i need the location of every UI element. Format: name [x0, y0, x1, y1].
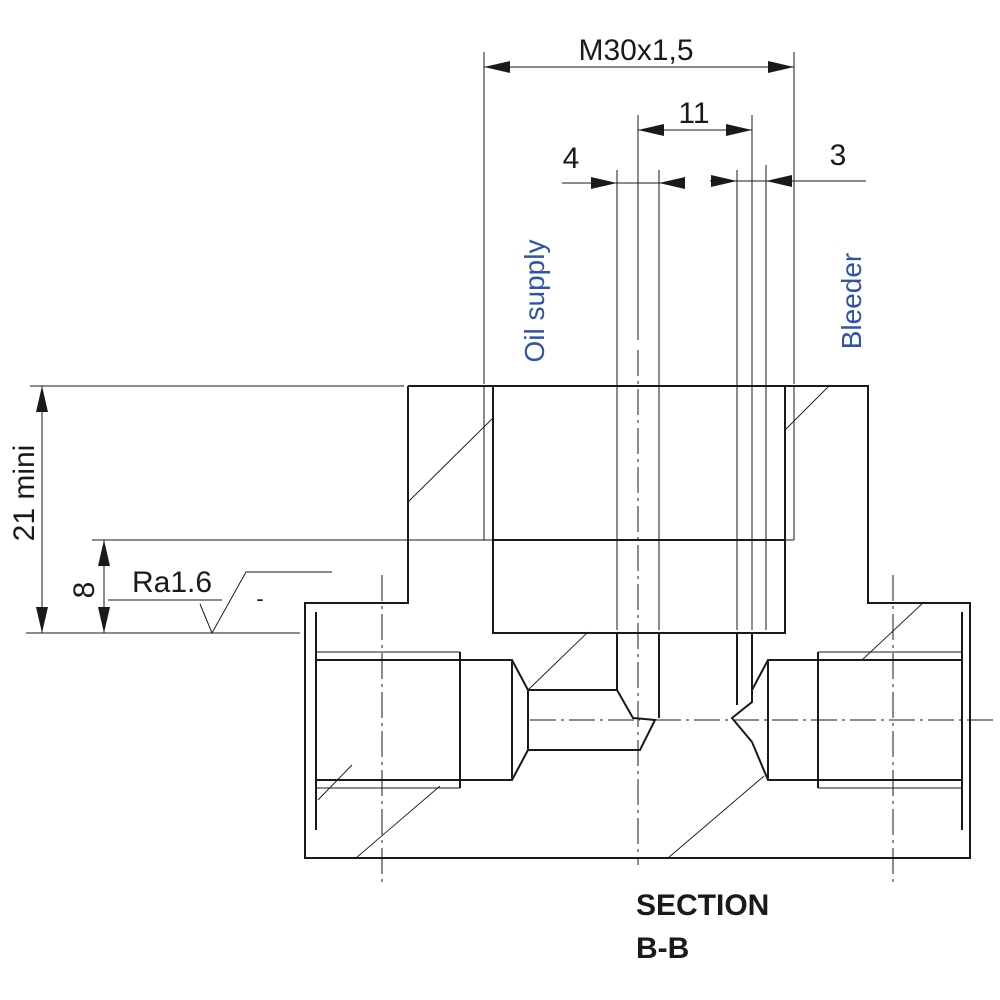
dim-right-offset: 3 [830, 139, 847, 172]
right-port [730, 659, 962, 781]
label-oil-supply: Oil supply [519, 240, 550, 363]
dim-height-step: 8 [68, 582, 101, 599]
dim-height-total: 21 mini [8, 445, 41, 542]
section-title: SECTION B-B [636, 889, 769, 965]
section-title-line2: B-B [636, 932, 689, 965]
dimension-lines [36, 61, 866, 633]
port-labels: Oil supply Bleeder [519, 240, 867, 363]
center-lines [381, 350, 995, 885]
surface-finish-symbol [108, 571, 332, 635]
dim-spacing: 11 [678, 97, 709, 130]
section-title-line1: SECTION [636, 889, 769, 922]
left-port [316, 659, 657, 781]
main-bore-upper [492, 385, 786, 541]
main-bore-lower [492, 539, 786, 634]
body-outline [304, 385, 971, 859]
label-bleeder: Bleeder [836, 253, 867, 350]
surface-finish-mark: - [256, 586, 263, 611]
dimension-texts: M30x1,5 11 4 3 21 mini 8 Ra1.6 - [8, 34, 846, 611]
part-body [304, 385, 971, 859]
dim-left-offset: 4 [563, 142, 580, 175]
section-hatching [317, 386, 925, 859]
extension-lines [26, 52, 795, 634]
dim-thread: M30x1,5 [578, 34, 693, 67]
surface-finish-value: Ra1.6 [132, 566, 212, 599]
